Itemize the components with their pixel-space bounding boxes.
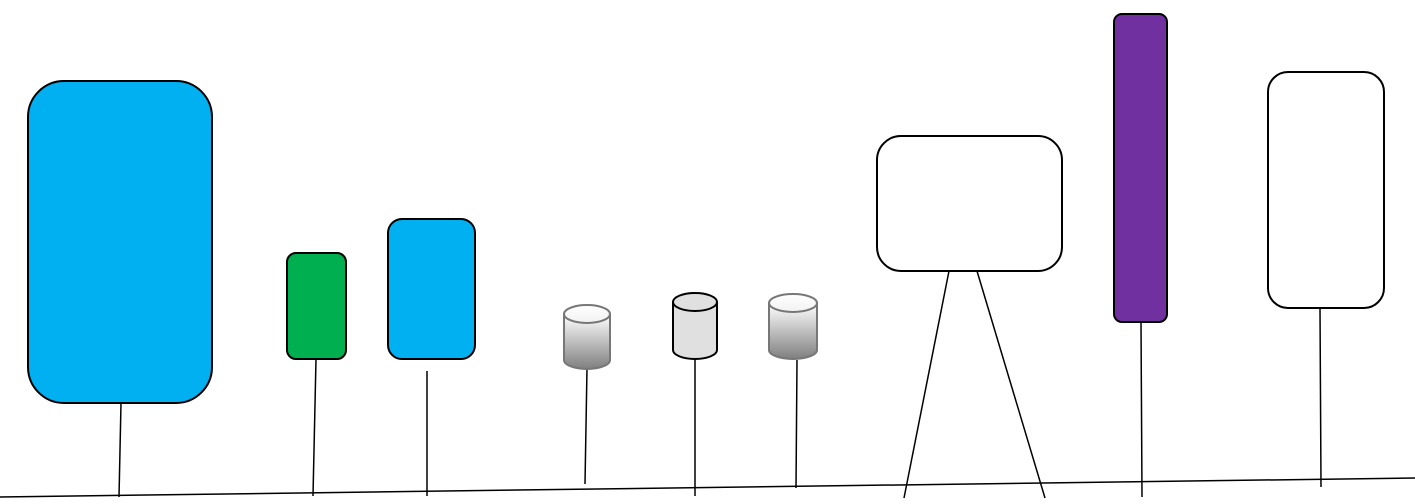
tall-white-box [1267,71,1385,309]
small-blue-box [387,218,476,360]
purple-bar [1113,13,1168,323]
baseline-line [0,477,1415,498]
connector-large-blue-box [118,402,122,498]
connector-green-box [312,358,317,497]
large-blue-box [27,80,213,404]
connectors [118,270,1322,499]
cylinder-2 [672,292,718,360]
connector-cylinder-3 [795,359,798,489]
connector-tall-white-box [1319,307,1322,488]
cylinder-3 [768,293,818,360]
connector-wide-white-box-right [976,270,1046,499]
wide-white-box [876,135,1063,272]
green-box [286,252,347,360]
connector-cylinder-1 [584,367,588,485]
cylinder-1 [563,304,611,370]
connector-wide-white-box-left [903,270,950,499]
connector-purple-bar [1140,321,1143,498]
